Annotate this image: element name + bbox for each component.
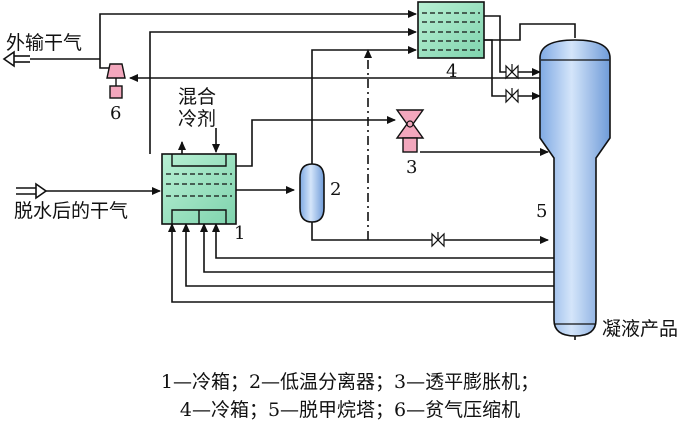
expander-3 xyxy=(395,109,425,153)
column-overhead-line xyxy=(484,23,576,41)
mixed-refrigerant-label-2: 冷剂 xyxy=(178,108,217,130)
side-draw-1 xyxy=(212,223,554,259)
condensate-label: 凝液产品 xyxy=(602,318,679,340)
label-expander-3: 3 xyxy=(406,157,418,178)
compressor-6 xyxy=(106,63,126,99)
box1-to-expander xyxy=(236,116,396,167)
cold-box-1 xyxy=(161,153,237,225)
separator-2 xyxy=(299,163,325,223)
separator-to-box4 xyxy=(311,46,417,170)
feed-gas-label: 脱水后的干气 xyxy=(14,200,129,222)
legend-line-2: 4—冷箱；5—脱甲烷塔；6—贫气压缩机 xyxy=(179,399,521,421)
export-gas-arrow xyxy=(2,50,100,68)
valve-icons xyxy=(431,64,519,248)
label-cold-box-4: 4 xyxy=(446,61,458,82)
side-draw-2 xyxy=(200,223,554,273)
side-draw-4 xyxy=(168,223,554,303)
box4-out-line-1 xyxy=(484,15,541,76)
demethanizer-column-5 xyxy=(539,39,611,337)
label-compressor-6: 6 xyxy=(110,103,122,124)
feed-gas-arrow xyxy=(16,182,161,200)
valve-icon-2 xyxy=(505,88,519,104)
label-separator-2: 2 xyxy=(330,179,342,200)
cold-box-4 xyxy=(417,1,485,59)
residue-gas-line-top xyxy=(99,10,417,69)
legend-line-1: 1—冷箱；2—低温分离器；3—透平膨胀机； xyxy=(160,371,540,393)
condensate-arrow xyxy=(574,334,576,340)
export-gas-label: 外输干气 xyxy=(6,32,83,54)
mixed-refrigerant-label-1: 混合 xyxy=(178,86,217,108)
separator-liquid-to-column xyxy=(311,216,549,244)
process-flow-diagram xyxy=(2,1,611,340)
label-cold-box-1: 1 xyxy=(234,223,246,244)
valve-icon-3 xyxy=(431,232,445,248)
label-column-5: 5 xyxy=(536,201,548,222)
valve-icon-1 xyxy=(505,64,519,80)
box1-to-box4-line xyxy=(149,28,417,154)
side-draw-3 xyxy=(182,223,554,287)
